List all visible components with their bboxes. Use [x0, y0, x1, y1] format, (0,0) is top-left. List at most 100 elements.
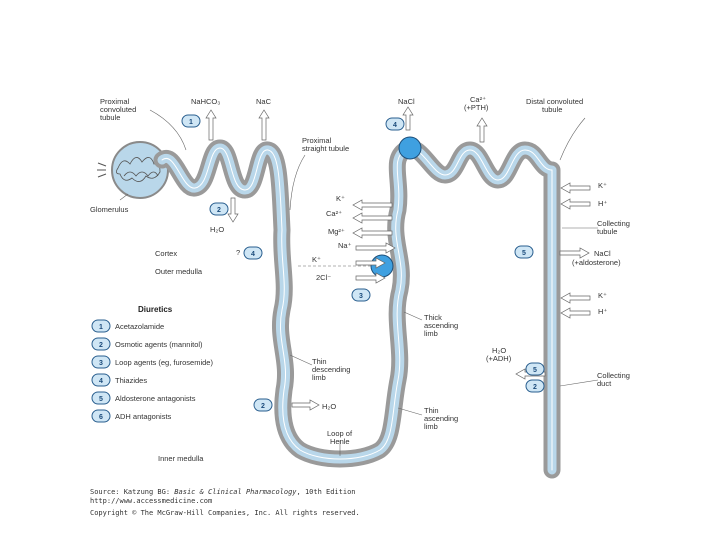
legend-title: Diuretics [138, 305, 173, 314]
legend-item: 2 Osmotic agents (mannitol) [91, 337, 203, 351]
svg-text:Acetazolamide: Acetazolamide [115, 322, 164, 331]
na-in-arrow [355, 242, 396, 254]
diuretics-legend: Diuretics 1 Acetazolamide 2 Osmotic agen… [91, 305, 213, 423]
svg-text:Osmotic agents (mannitol): Osmotic agents (mannitol) [115, 340, 203, 349]
svg-text:4: 4 [393, 122, 397, 129]
legend-item: 4 Thiazides [91, 373, 147, 387]
label-h-right-2: H⁺ [598, 307, 607, 316]
label-h2o-top: H₂O [210, 225, 224, 234]
nacl-aldo-arrow [559, 247, 590, 259]
transport-arrows [205, 106, 591, 411]
ca-arrow [476, 117, 488, 143]
badge-4-distal: 4 [385, 117, 405, 131]
k-right-1-arrow [560, 182, 591, 194]
svg-text:3: 3 [359, 293, 363, 300]
svg-text:5: 5 [99, 396, 103, 403]
label-inner-medulla: Inner medulla [158, 454, 204, 463]
badge-2-duct: 2 [525, 379, 545, 393]
svg-text:2: 2 [217, 207, 221, 214]
label-cortex: Cortex [155, 249, 177, 258]
label-k-right-2: K⁺ [598, 291, 607, 300]
svg-text:Thiazides: Thiazides [115, 376, 147, 385]
svg-text:1: 1 [189, 119, 193, 126]
label-nacl-aldo: NaCl(+aldosterone) [572, 249, 621, 267]
label-ca-pth: Ca²⁺(+PTH) [464, 95, 489, 112]
label-h-right-1: H⁺ [598, 199, 607, 208]
svg-text:Loop agents (eg, furosemide): Loop agents (eg, furosemide) [115, 358, 213, 367]
svg-text:5: 5 [533, 367, 537, 374]
mg-out-arrow [352, 227, 393, 239]
k-out-arrow [352, 199, 393, 211]
label-nahco3: NaHCO₃ [191, 97, 220, 106]
source-line-2: http://www.accessmedicine.com [90, 497, 212, 505]
svg-text:6: 6 [99, 414, 103, 421]
badge-5-collecting: 5 [514, 245, 534, 259]
label-h2o-thin: H₂O [322, 402, 336, 411]
label-nacl-distal: NaCl [398, 97, 415, 106]
label-ca-2: Ca²⁺ [326, 209, 342, 218]
leader-lines [119, 109, 599, 456]
legend-item: 3 Loop agents (eg, furosemide) [91, 355, 213, 369]
legend-item: 6 ADH antagonists [91, 409, 172, 423]
svg-text:3: 3 [99, 360, 103, 367]
cl-in-arrow [355, 272, 386, 284]
svg-text:1: 1 [99, 324, 103, 331]
nacl-distal-arrow [402, 106, 414, 131]
svg-text:4: 4 [99, 378, 103, 385]
source-line-3: Copyright © The McGraw-Hill Companies, I… [90, 509, 360, 517]
diagram-badges: 1 2 4 4 3 5 2 5 2 [181, 114, 545, 412]
badge-1: 1 [181, 114, 201, 128]
legend-item: 1 Acetazolamide [91, 319, 164, 333]
nephron-tubule [153, 139, 561, 479]
h-right-2-arrow [560, 307, 591, 319]
badge-2-thin: 2 [253, 398, 273, 412]
k-in-arrow [355, 257, 386, 269]
label-outer-medulla: Outer medulla [155, 267, 203, 276]
h2o-proximal-arrow [227, 197, 239, 223]
svg-text:2: 2 [99, 342, 103, 349]
legend-item: 5 Aldosterone antagonists [91, 391, 196, 405]
label-k-1: K⁺ [336, 194, 345, 203]
svg-text:Aldosterone antagonists: Aldosterone antagonists [115, 394, 196, 403]
h-right-1-arrow [560, 198, 591, 210]
loop-transporter [370, 254, 394, 278]
label-mg: Mg²⁺ [328, 227, 345, 236]
svg-text:2: 2 [261, 403, 265, 410]
glomerulus [97, 141, 169, 199]
source-line-1: Source: Katzung BG: Basic & Clinical Pha… [90, 488, 356, 496]
nahco3-arrow [205, 109, 217, 141]
badge-3: 3 [351, 288, 371, 302]
ca-out-arrow [352, 212, 393, 224]
badge-4-cortex: 4 [243, 246, 263, 260]
thiazide-transporter [398, 136, 422, 160]
badge-5-duct: 5 [525, 362, 545, 376]
nacl-proximal-arrow [258, 109, 270, 141]
svg-text:ADH antagonists: ADH antagonists [115, 412, 172, 421]
svg-text:2: 2 [533, 384, 537, 391]
label-k-2: K⁺ [312, 255, 321, 264]
label-glomerulus: Glomerulus [90, 205, 129, 214]
h2o-thin-arrow [291, 399, 320, 411]
label-question: ? [236, 248, 240, 257]
svg-text:5: 5 [522, 250, 526, 257]
label-nacl-top: NaC [256, 97, 272, 106]
svg-text:4: 4 [251, 251, 255, 258]
badge-2-top: 2 [209, 202, 229, 216]
label-h2o-adh: H₂O(+ADH) [486, 346, 512, 363]
label-na: Na⁺ [338, 241, 352, 250]
label-k-right-1: K⁺ [598, 181, 607, 190]
k-right-2-arrow [560, 292, 591, 304]
label-2cl: 2Cl⁻ [316, 273, 331, 282]
source-citation: Source: Katzung BG: Basic & Clinical Pha… [90, 488, 360, 517]
